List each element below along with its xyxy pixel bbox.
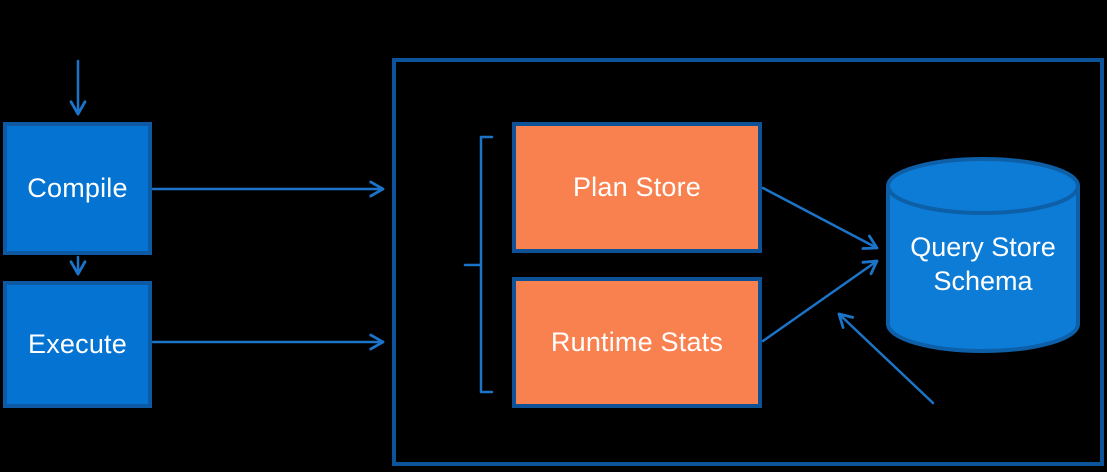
query-store-schema-label: Query Store Schema [910, 232, 1056, 296]
execute-node: Execute [3, 281, 152, 408]
compile-label: Compile [27, 173, 128, 203]
query-store-container [392, 58, 1104, 466]
plan-store-label: Plan Store [572, 172, 702, 202]
runtime-stats-label: Runtime Stats [550, 327, 724, 357]
execute-label: Execute [28, 329, 127, 359]
plan-store-node: Plan Store [512, 122, 762, 253]
runtime-stats-node: Runtime Stats [512, 277, 762, 408]
compile-node: Compile [3, 122, 152, 255]
